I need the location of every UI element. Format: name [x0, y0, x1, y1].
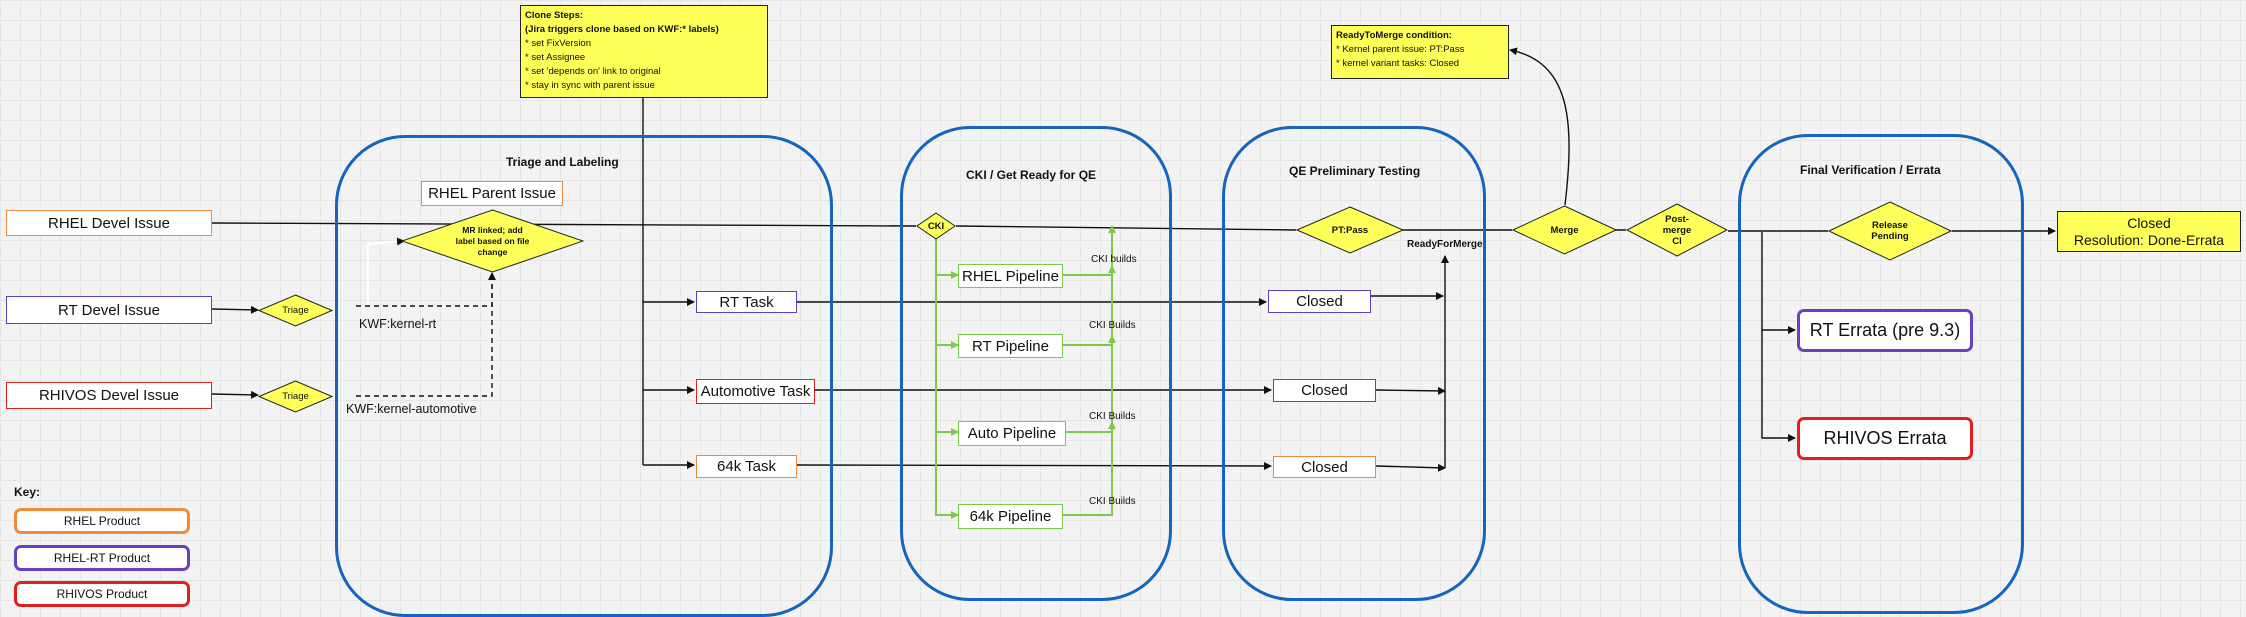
cki-label: CKI — [927, 220, 945, 232]
cki-builds-label: CKI Builds — [1089, 411, 1136, 422]
clone-note-line: * set 'depends on' link to original — [525, 66, 661, 77]
rhel-pipeline[interactable]: RHEL Pipeline — [958, 264, 1063, 288]
key-rhivos-product: RHIVOS Product — [14, 581, 190, 607]
closed-rt[interactable]: Closed — [1268, 290, 1371, 313]
closed-64k[interactable]: Closed — [1273, 456, 1376, 478]
clone-note-line: * set Assignee — [525, 52, 586, 63]
merge-note-line: * Kernel parent issue: PT:Pass — [1336, 44, 1465, 55]
lane-final-verification — [1738, 134, 2024, 614]
mr-linked-label: MR linked; add label based on file chang… — [455, 224, 530, 257]
merge-note-line: * kernel variant tasks: Closed — [1336, 58, 1460, 69]
triage-label: Triage — [282, 391, 309, 402]
lane-qe-preliminary — [1222, 126, 1486, 601]
cki-builds-label: CKI builds — [1091, 254, 1137, 265]
merge-label: Merge — [1550, 224, 1579, 236]
triage-label: Triage — [282, 305, 309, 316]
rt-errata[interactable]: RT Errata (pre 9.3) — [1797, 309, 1973, 352]
cki-builds-label: CKI Builds — [1089, 496, 1136, 507]
cki-diamond: CKI — [916, 212, 956, 240]
clone-note-line: * stay in sync with parent issue — [525, 80, 655, 91]
triage-diamond-rhivos: Triage — [258, 380, 333, 413]
closed-done-errata: Closed Resolution: Done-Errata — [2057, 211, 2241, 252]
kwf-kernel-rt-label: KWF:kernel-rt — [359, 317, 437, 331]
release-pending-label: Release Pending — [1871, 220, 1909, 242]
rhel-parent-issue[interactable]: RHEL Parent Issue — [421, 181, 563, 206]
pt-pass-label: PT:Pass — [1331, 224, 1369, 236]
cki-builds-label: CKI Builds — [1089, 320, 1136, 331]
key-rhel-rt-product: RHEL-RT Product — [14, 545, 190, 571]
merge-note-title: ReadyToMerge condition: — [1336, 30, 1452, 41]
triage-diamond-rt: Triage — [258, 294, 333, 327]
automotive-task[interactable]: Automotive Task — [696, 379, 815, 404]
ready-to-merge-note: ReadyToMerge condition: * Kernel parent … — [1331, 25, 1509, 79]
clone-steps-note: Clone Steps: (Jira triggers clone based … — [520, 5, 768, 98]
64k-pipeline[interactable]: 64k Pipeline — [958, 504, 1063, 529]
64k-task[interactable]: 64k Task — [696, 455, 797, 478]
post-merge-ci-diamond: Post-merge CI — [1626, 203, 1728, 257]
rhivos-errata[interactable]: RHIVOS Errata — [1797, 417, 1973, 460]
clone-note-title: Clone Steps: — [525, 10, 584, 21]
pt-pass-diamond: PT:Pass — [1296, 206, 1404, 254]
release-pending-diamond: Release Pending — [1828, 201, 1952, 261]
kwf-kernel-automotive-label: KWF:kernel-automotive — [346, 402, 477, 416]
ready-for-merge-label: ReadyForMerge — [1407, 239, 1483, 250]
final-resolution-label: Resolution: Done-Errata — [2073, 232, 2225, 248]
auto-pipeline[interactable]: Auto Pipeline — [958, 421, 1066, 446]
key-title: Key: — [14, 485, 41, 499]
rt-task[interactable]: RT Task — [696, 291, 797, 313]
rhivos-devel-issue[interactable]: RHIVOS Devel Issue — [6, 382, 212, 409]
mr-linked-diamond: MR linked; add label based on file chang… — [401, 209, 584, 273]
rhel-devel-issue[interactable]: RHEL Devel Issue — [6, 210, 212, 236]
lane-title-triage: Triage and Labeling — [506, 155, 619, 169]
final-closed-label: Closed — [2127, 215, 2171, 231]
lane-title-qe: QE Preliminary Testing — [1289, 164, 1421, 178]
lane-title-cki: CKI / Get Ready for QE — [966, 168, 1097, 182]
clone-note-subtitle: (Jira triggers clone based on KWF:* labe… — [525, 24, 719, 35]
key-rhel-product: RHEL Product — [14, 508, 190, 534]
closed-automotive[interactable]: Closed — [1273, 379, 1376, 402]
clone-note-line: * set FixVersion — [525, 38, 591, 49]
rt-pipeline[interactable]: RT Pipeline — [958, 334, 1063, 358]
lane-triage-and-labeling — [335, 135, 833, 617]
merge-diamond: Merge — [1512, 205, 1617, 255]
lane-cki — [900, 126, 1172, 601]
lane-title-final: Final Verification / Errata — [1800, 163, 1941, 177]
post-merge-label: Post-merge CI — [1662, 213, 1692, 247]
rt-devel-issue[interactable]: RT Devel Issue — [6, 296, 212, 324]
